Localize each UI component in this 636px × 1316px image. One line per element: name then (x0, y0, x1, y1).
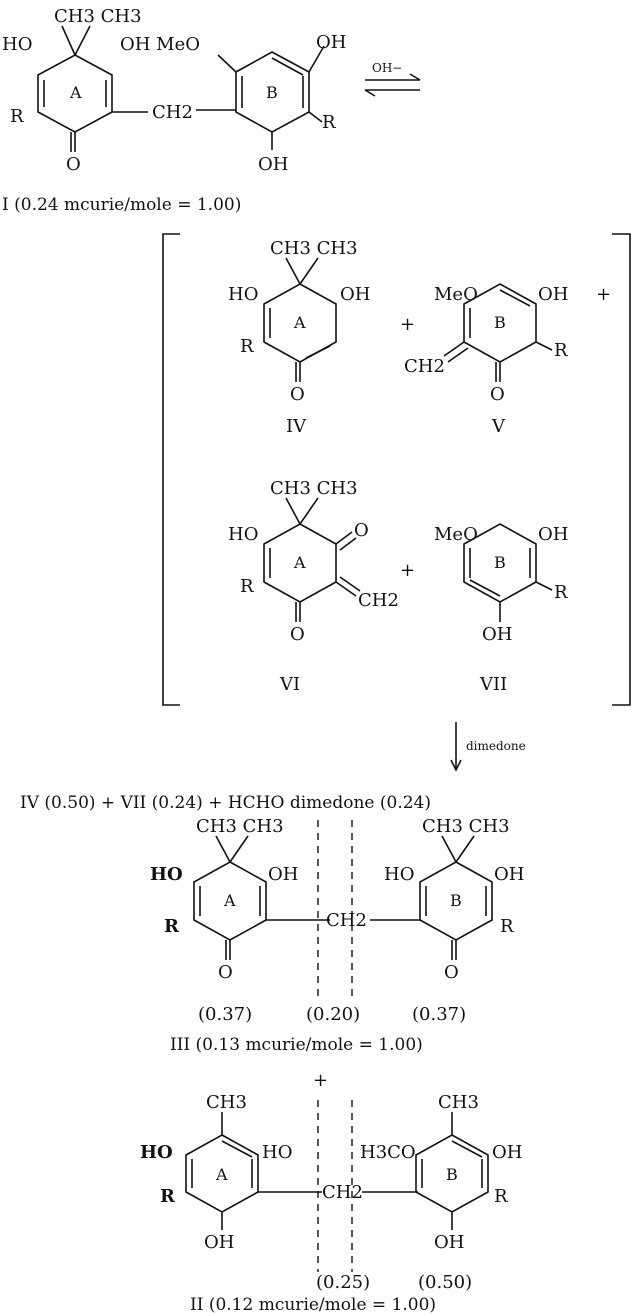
IV-oh: OH (340, 284, 370, 305)
V-r: R (554, 340, 568, 361)
structure-I-bonds (37, 25, 325, 152)
II-value-right: (0.50) (418, 1272, 472, 1293)
reagent-arrow (450, 722, 462, 772)
II-ho-left: HO (140, 1142, 173, 1163)
IV-ho: HO (228, 284, 258, 305)
VII-label: VII (479, 674, 507, 695)
VI-r: R (240, 576, 254, 597)
I-ring-a-label: A (69, 83, 82, 102)
structure-V-bonds (443, 283, 553, 382)
V-o: O (490, 384, 505, 405)
VII-ring-label: B (494, 553, 506, 572)
IV-o: O (290, 384, 305, 405)
structure-III-bonds (193, 835, 493, 960)
I-r-left: R (10, 106, 24, 127)
structure-IV-bonds (263, 257, 337, 382)
III-ch3-left: CH3 CH3 (196, 816, 284, 837)
VI-ch2: CH2 (358, 590, 399, 611)
VI-o-top: O (354, 520, 369, 541)
I-ring-b-label: B (266, 83, 278, 102)
structure-VII-bonds (463, 523, 553, 622)
I-oh-meo: OH MeO (120, 34, 200, 55)
I-oh-top-right: OH (316, 32, 346, 53)
VII-oh-bottom: OH (482, 624, 512, 645)
II-oh-bottom-left: OH (204, 1232, 234, 1253)
I-ho: HO (2, 34, 32, 55)
structure-II-bonds (185, 1112, 489, 1230)
VI-label: VI (279, 674, 300, 695)
structure-II-dashed-dividers (317, 1100, 353, 1272)
arrow-label: OH− (372, 61, 402, 75)
II-r-right: R (494, 1186, 508, 1207)
products-line: IV (0.50) + VII (0.24) + HCHO dimedone (… (20, 793, 431, 813)
caption-II: II (0.12 mcurie/mole = 1.00) (190, 1295, 436, 1315)
II-value-mid: (0.25) (316, 1272, 370, 1293)
III-value-right: (0.37) (412, 1004, 466, 1025)
I-o: O (66, 154, 81, 175)
IV-label: IV (286, 416, 307, 437)
III-o-left: O (218, 962, 233, 983)
V-oh: OH (538, 284, 568, 305)
IV-ch3-pair: CH3 CH3 (270, 238, 358, 259)
III-r-left: R (164, 916, 180, 937)
III-o-right: O (444, 962, 459, 983)
III-oh-right: OH (494, 864, 524, 885)
IV-r: R (240, 336, 254, 357)
V-ring-label: B (494, 313, 506, 332)
II-ring-a-label: A (215, 1165, 228, 1184)
plus-IV-V: + (400, 314, 415, 335)
VII-oh-top: OH (538, 524, 568, 545)
III-ho-right: HO (384, 864, 414, 885)
II-ho-inner: HO (262, 1142, 292, 1163)
plus-trailing: + (596, 284, 611, 305)
VI-o-bottom: O (290, 624, 305, 645)
III-ch2: CH2 (326, 910, 367, 931)
caption-I: I (0.24 mcurie/mole = 1.00) (2, 195, 241, 215)
I-oh-bottom: OH (258, 154, 288, 175)
structure-III-dashed-dividers (317, 820, 353, 1000)
VI-ch3-pair: CH3 CH3 (270, 478, 358, 499)
III-ring-b-label: B (450, 891, 462, 910)
V-ch2: CH2 (404, 356, 445, 377)
caption-III: III (0.13 mcurie/mole = 1.00) (170, 1035, 423, 1055)
VI-ring-label: A (293, 553, 306, 572)
equilibrium-arrows (364, 73, 421, 97)
I-r-right: R (322, 112, 336, 133)
III-ring-a-label: A (223, 891, 236, 910)
II-oh-bottom-right: OH (434, 1232, 464, 1253)
VII-r: R (554, 582, 568, 603)
VI-ho: HO (228, 524, 258, 545)
IV-ring-label: A (293, 313, 306, 332)
plus-III-II: + (313, 1070, 328, 1091)
I-ch2: CH2 (152, 102, 193, 123)
II-ch3-right: CH3 (438, 1092, 479, 1113)
V-label: V (491, 416, 506, 437)
I-ch3-pair: CH3 CH3 (54, 6, 142, 27)
II-oh-right: OH (492, 1142, 522, 1163)
plus-VI-VII: + (400, 560, 415, 581)
V-meo: MeO (434, 284, 478, 305)
structure-VI-bonds (263, 497, 361, 622)
II-ch2: CH2 (322, 1182, 363, 1203)
III-value-left: (0.37) (198, 1004, 252, 1025)
III-ch3-right: CH3 CH3 (422, 816, 510, 837)
II-r-left: R (160, 1186, 176, 1207)
III-r-right: R (500, 916, 514, 937)
III-value-mid: (0.20) (306, 1004, 360, 1025)
III-ho-left: HO (150, 864, 183, 885)
intermediate-brackets (162, 233, 631, 706)
VII-meo: MeO (434, 524, 478, 545)
II-ring-b-label: B (446, 1165, 458, 1184)
III-oh-left: OH (268, 864, 298, 885)
reagent-label: dimedone (466, 739, 526, 753)
II-ch3-left: CH3 (206, 1092, 247, 1113)
II-h3co: H3CO (360, 1142, 416, 1163)
